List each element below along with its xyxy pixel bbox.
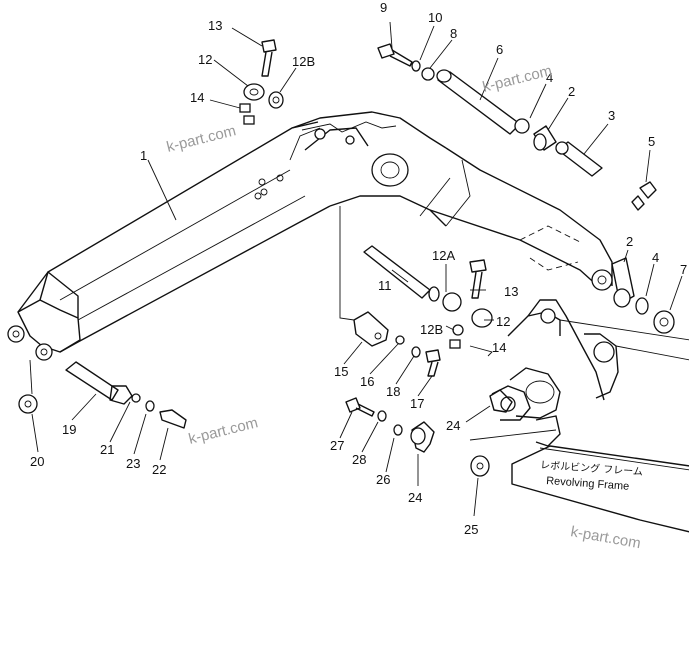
washer-23 <box>145 400 155 412</box>
frame-label-en: Revolving Frame <box>546 475 630 493</box>
washer-8 <box>421 67 435 81</box>
callout-4-right: 4 <box>652 250 659 265</box>
callout-13-top: 13 <box>208 18 222 33</box>
watermark: k-part.com <box>165 122 238 156</box>
pin-11 <box>363 245 431 299</box>
bolt-17 <box>425 349 441 377</box>
watermark: k-part.com <box>569 523 642 552</box>
collar-4-top <box>514 118 530 134</box>
washer-21 <box>131 393 141 403</box>
nut-12-top <box>243 83 265 101</box>
callout-6: 6 <box>496 42 503 57</box>
washer-20 <box>18 394 38 414</box>
bolt-27 <box>345 397 375 417</box>
bolt-13-mid <box>469 259 487 299</box>
callout-8: 8 <box>450 26 457 41</box>
washer-18 <box>411 346 421 358</box>
bolt-22 <box>159 409 187 429</box>
revolving-frame-bracket <box>469 299 689 533</box>
callout-22: 22 <box>152 462 166 477</box>
washer-12b-top <box>268 91 284 109</box>
callout-2-right: 2 <box>626 234 633 249</box>
washer-26 <box>393 424 403 436</box>
callout-7: 7 <box>680 262 687 277</box>
washer-12-mid <box>471 308 493 328</box>
bolt-9 <box>377 43 413 67</box>
callout-28: 28 <box>352 452 366 467</box>
callout-18: 18 <box>386 384 400 399</box>
bushing-2-top <box>533 125 557 151</box>
washer-10 <box>411 60 421 72</box>
leader-lines <box>29 21 683 517</box>
bushing-3 <box>555 141 603 177</box>
callout-1: 1 <box>140 148 147 163</box>
pin-19 <box>65 361 133 405</box>
fitting-14-mid <box>449 339 461 349</box>
callout-13-mid: 13 <box>504 284 518 299</box>
callout-20: 20 <box>30 454 44 469</box>
callout-12a: 12A <box>432 248 455 263</box>
callout-24-upper: 24 <box>446 418 460 433</box>
boom <box>7 111 613 361</box>
plate-15 <box>353 311 389 347</box>
callout-21: 21 <box>100 442 114 457</box>
callout-5: 5 <box>648 134 655 149</box>
callout-labels: 13 12 12B 14 1 9 10 8 6 4 2 3 5 2 4 7 12… <box>30 0 687 537</box>
washer-7 <box>653 310 675 334</box>
callout-15: 15 <box>334 364 348 379</box>
bolt-13-top <box>261 39 277 77</box>
callout-14-mid: 14 <box>492 340 506 355</box>
callout-9: 9 <box>380 0 387 15</box>
washer-28 <box>377 410 387 422</box>
washer-16 <box>395 335 405 345</box>
callout-17: 17 <box>410 396 424 411</box>
washer-25 <box>470 455 490 477</box>
callout-12b-mid: 12B <box>420 322 443 337</box>
callout-10: 10 <box>428 10 442 25</box>
washer-12b-mid <box>452 324 464 336</box>
bushing-2-right <box>611 257 635 308</box>
callout-11: 11 <box>378 278 392 293</box>
callout-12b-top: 12B <box>292 54 315 69</box>
callout-25: 25 <box>464 522 478 537</box>
pin-24-lower <box>410 421 435 453</box>
callout-23: 23 <box>126 456 140 471</box>
washer-12a <box>428 286 440 302</box>
fitting-5 <box>631 181 657 211</box>
collar-4-right <box>635 297 649 315</box>
callout-19: 19 <box>62 422 76 437</box>
callout-2-top: 2 <box>568 84 575 99</box>
nut-12-mid <box>442 292 462 312</box>
callout-14-top: 14 <box>190 90 204 105</box>
watermark: k-part.com <box>187 414 260 448</box>
callout-12-top: 12 <box>198 52 212 67</box>
callout-24-lower: 24 <box>408 490 422 505</box>
callout-16: 16 <box>360 374 374 389</box>
fitting-14-top <box>239 103 255 125</box>
callout-12-mid: 12 <box>496 314 510 329</box>
callout-27: 27 <box>330 438 344 453</box>
callout-3: 3 <box>608 108 615 123</box>
pin-24-upper <box>489 389 513 413</box>
callout-4-top: 4 <box>546 70 553 85</box>
callout-26: 26 <box>376 472 390 487</box>
